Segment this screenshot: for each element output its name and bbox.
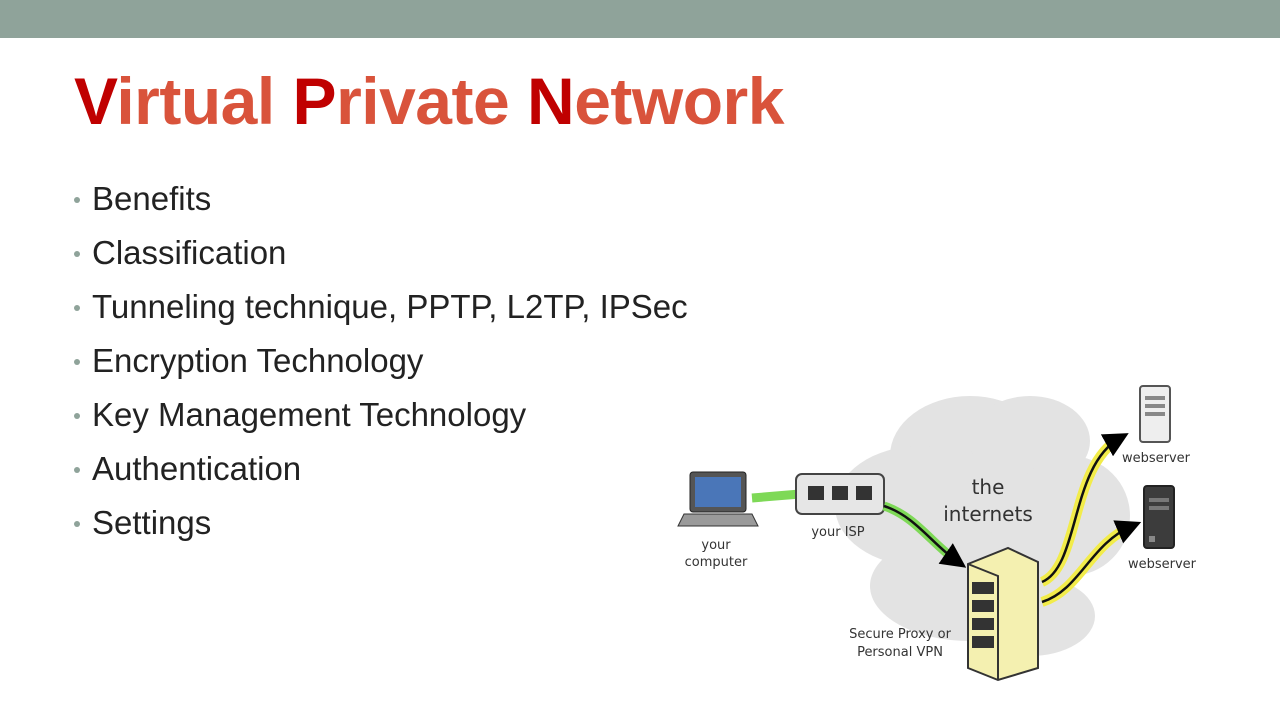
title-part: P [292,64,337,138]
bullet-text: Tunneling technique, PPTP, L2TP, IPSec [92,288,688,325]
bullet-item: Benefits [74,172,688,226]
bullet-text: Authentication [92,450,302,487]
bullet-text: Encryption Technology [92,342,424,379]
bullet-dot-icon [74,467,80,473]
title-part: rivate [336,64,528,138]
bullet-dot-icon [74,359,80,365]
slide-title: Virtual Private Network [74,68,784,134]
computer-label: your [701,538,731,553]
isp-label: your ISP [811,525,864,540]
cloud-label: internets [943,502,1033,526]
title-part: etwork [574,64,784,138]
webserver-label: webserver [1128,557,1197,572]
bullet-text: Classification [92,234,287,271]
webserver-label: webserver [1122,451,1191,466]
bullet-item: Classification [74,226,688,280]
bullet-item: Tunneling technique, PPTP, L2TP, IPSec [74,280,688,334]
cloud-label: the [972,475,1005,499]
bullet-item: Authentication [74,442,688,496]
link-line [751,489,801,503]
bullet-dot-icon [74,197,80,203]
title-part: irtual [116,64,293,138]
vpn-server-icon [967,546,1039,682]
bullet-item: Settings [74,496,688,550]
vpn-label: Personal VPN [857,645,943,660]
bullet-text: Key Management Technology [92,396,527,433]
isp-modem-icon [795,473,885,515]
computer-label: computer [685,555,748,570]
title-part: N [527,64,575,138]
vpn-label: Secure Proxy or [849,627,952,642]
bullet-text: Settings [92,504,212,541]
vpn-diagram: your computer your ISP the internets Sec… [677,385,1197,682]
bullet-text: Benefits [92,180,212,217]
bullet-list: Benefits Classification Tunneling techni… [74,172,688,550]
link-arrow [883,504,967,568]
bullet-dot-icon [74,305,80,311]
laptop-icon [677,471,759,527]
link-arrow [1041,433,1129,584]
title-part: V [74,64,117,138]
bullet-dot-icon [74,413,80,419]
bullet-item: Encryption Technology [74,334,688,388]
link-arrow [1041,520,1142,604]
bullet-dot-icon [74,521,80,527]
bullet-dot-icon [74,251,80,257]
webserver-icon [1139,385,1171,443]
webserver-icon [1143,485,1175,549]
bullet-item: Key Management Technology [74,388,688,442]
top-band [0,0,1280,38]
